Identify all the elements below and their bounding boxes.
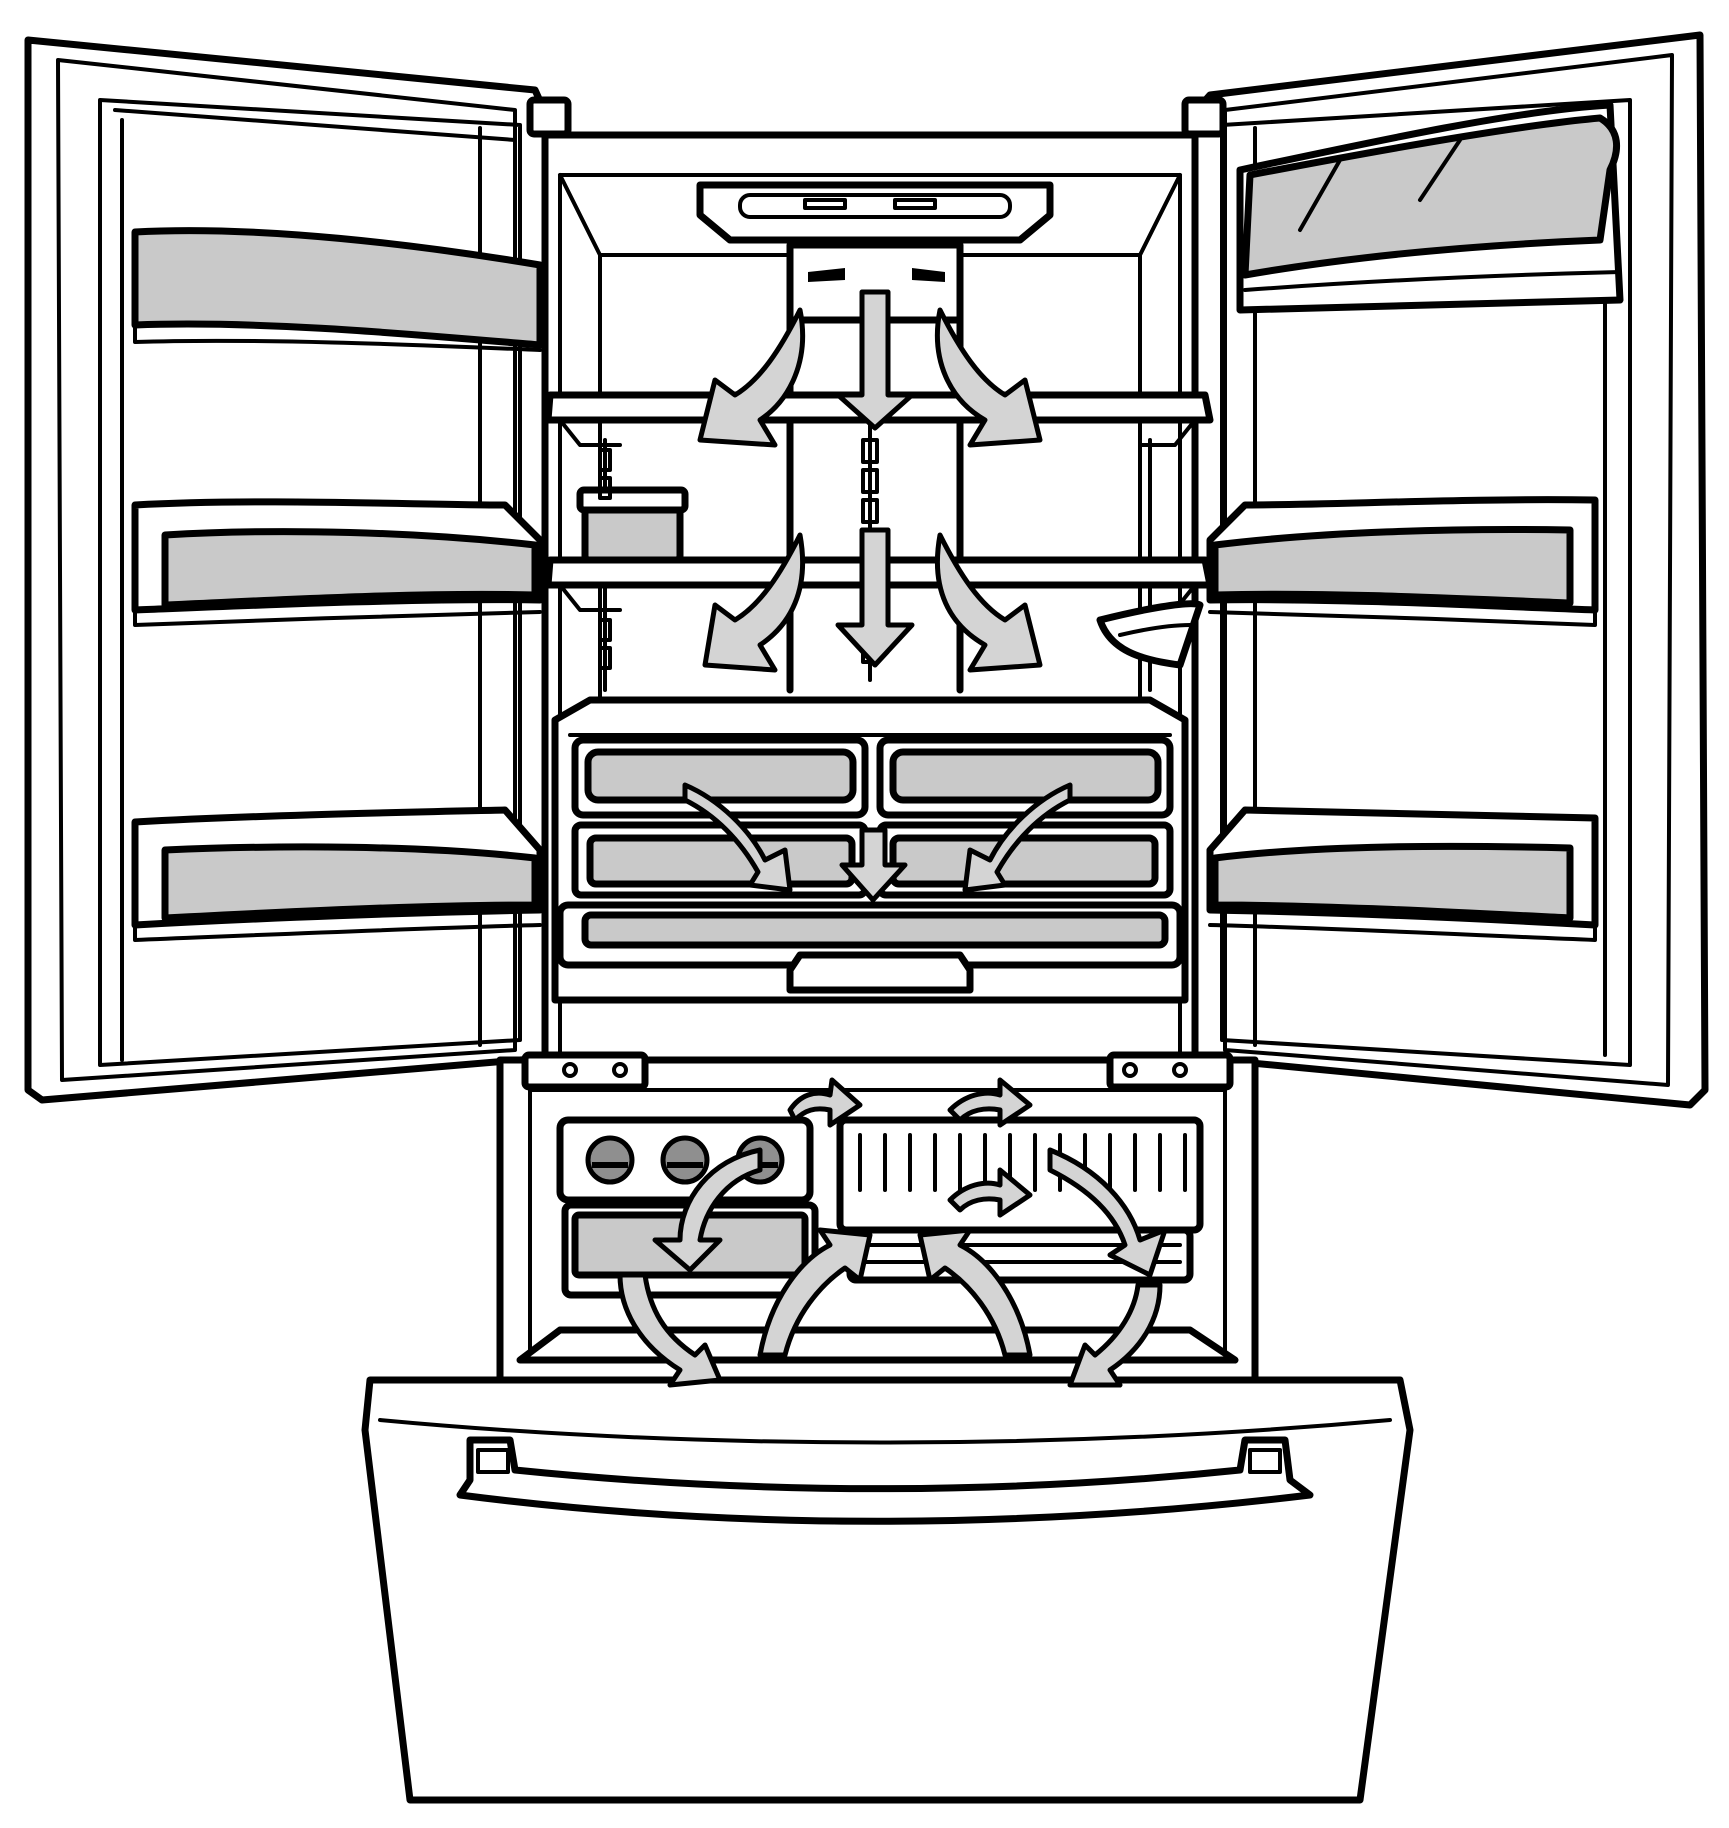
- right-door-bin-2[interactable]: [1206, 806, 1599, 942]
- crisper-drawer-middle-left[interactable]: [571, 821, 869, 899]
- right-door-dairy-bin[interactable]: [1236, 101, 1624, 314]
- crisper-drawer-top-right[interactable]: [876, 736, 1174, 819]
- airflow-arrow-icon: [702, 532, 806, 673]
- airflow-arrow-icon: [835, 527, 915, 668]
- airflow-arrow-icon: [962, 782, 1073, 893]
- airflow-arrow-icon: [934, 307, 1043, 448]
- food-container: [576, 486, 689, 564]
- airflow-arrow-icon: [682, 782, 793, 893]
- left-door-bin-3[interactable]: [131, 806, 544, 942]
- crisper-drawer-top-left[interactable]: [571, 736, 869, 819]
- airflow-arrow-icon: [934, 532, 1043, 673]
- shelf-rail-left: [598, 448, 612, 670]
- left-door-bin-2[interactable]: [131, 498, 544, 627]
- airflow-arrow-icon: [839, 827, 908, 903]
- right-door-bin-1[interactable]: [1206, 496, 1599, 627]
- airflow-arrow-icon: [652, 1147, 763, 1273]
- airflow-arrow-icon: [917, 1227, 1033, 1358]
- right-fridge-door[interactable]: [1181, 31, 1709, 1109]
- airflow-arrow-icon: [787, 1077, 863, 1128]
- crisper-drawer-bottom[interactable]: [556, 901, 1184, 994]
- airflow-arrow-icon: [757, 1227, 873, 1358]
- airflow-arrows: [617, 289, 1168, 1388]
- airflow-arrow-icon: [947, 1167, 1033, 1218]
- airflow-arrow-icon: [835, 289, 915, 431]
- freezer-drawer[interactable]: [361, 1376, 1414, 1804]
- airflow-arrow-icon: [1067, 1282, 1163, 1388]
- airflow-arrow-icon: [947, 1077, 1033, 1128]
- airflow-arrow-icon: [617, 1272, 723, 1388]
- freezer-handle[interactable]: [456, 1436, 1314, 1525]
- egg-tray: [1096, 600, 1204, 669]
- airflow-arrow-icon: [697, 307, 806, 448]
- left-door-bin-1[interactable]: [131, 227, 544, 352]
- left-fridge-door[interactable]: [24, 36, 572, 1104]
- airflow-arrow-icon: [1047, 1147, 1168, 1278]
